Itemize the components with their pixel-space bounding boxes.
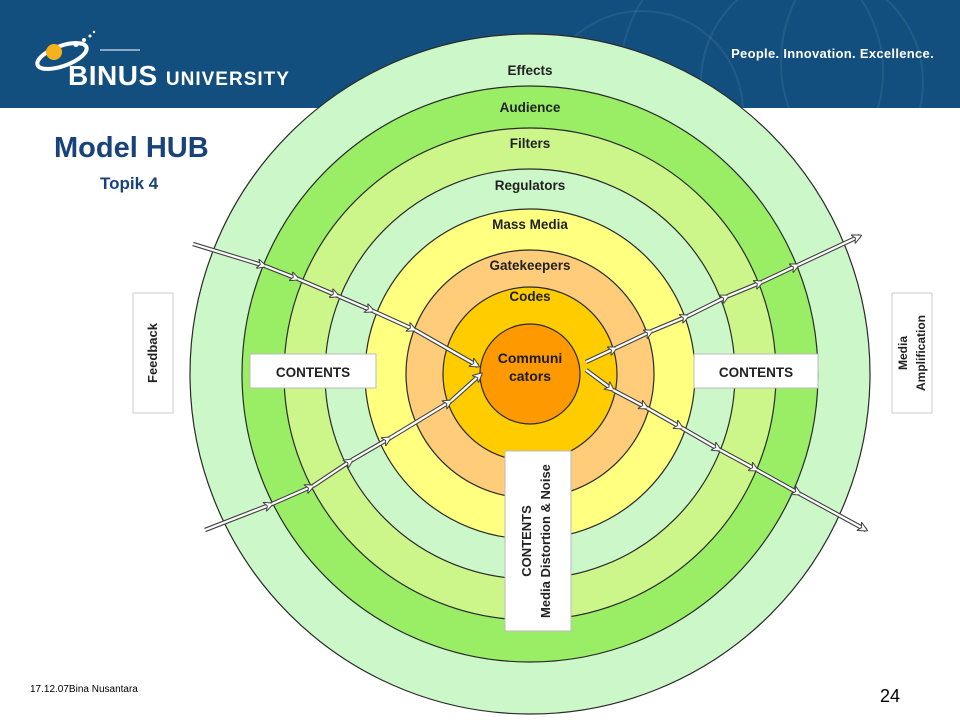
arrow-segment <box>687 296 728 317</box>
media-amplification-label-line1: Media <box>896 336 910 370</box>
feedback-box <box>132 292 174 414</box>
slide-title: Model HUB <box>54 132 209 164</box>
feedback-label: Feedback <box>145 322 160 383</box>
arrow-segment <box>719 449 757 470</box>
arrow-segment <box>761 265 798 283</box>
media-amplification-label-line2: Amplification <box>914 315 928 391</box>
contents-label-left: CONTENTS <box>276 365 350 380</box>
contents-box-left <box>249 353 377 389</box>
arrow-segment <box>799 493 866 530</box>
arrow-segment <box>651 316 688 333</box>
ring-label-gatekeepers: Gatekeepers <box>489 258 570 273</box>
logo-suffix: UNIVERSITY <box>165 69 290 90</box>
arrow-segment <box>264 264 298 279</box>
contents-box-right <box>693 353 819 389</box>
binus-logo-icon <box>35 30 140 71</box>
arrow-segment <box>450 374 481 402</box>
slide-subtitle: Topik 4 <box>100 174 159 193</box>
arrow-segment <box>312 460 352 487</box>
arrow-segment <box>372 309 415 330</box>
ring-label-mass-media: Mass Media <box>492 217 568 232</box>
header-wave-decoration <box>780 0 960 108</box>
center-label-line1: Communi <box>498 350 563 366</box>
ring-label-effects: Effects <box>507 63 552 78</box>
arrow-segment <box>585 348 616 363</box>
arrow-segment <box>585 369 613 390</box>
footer-source: 17.12.07Bina Nusantara <box>30 684 138 695</box>
arrow-segment <box>612 389 647 408</box>
arrow-segment <box>615 331 652 349</box>
arrow-segment <box>351 438 390 461</box>
arrow-segment <box>297 277 338 296</box>
media-distortion-label: Media Distortion & Noise <box>538 464 553 618</box>
arrow-segment <box>204 504 272 532</box>
arrow-segment <box>414 329 478 366</box>
arrow-segment <box>192 242 265 266</box>
ring-label-audience: Audience <box>500 100 561 115</box>
arrow-segment <box>727 282 762 298</box>
contents-label-right: CONTENTS <box>719 365 793 380</box>
ring-label-filters: Filters <box>510 136 551 151</box>
arrow-segment <box>681 427 720 450</box>
page-number: 24 <box>880 686 901 706</box>
center-label-line2: cators <box>509 368 551 384</box>
arrow-segment <box>646 407 682 428</box>
media-amplification-box <box>891 292 933 414</box>
arrow-segment <box>389 401 451 439</box>
arrow-segment <box>271 486 313 506</box>
logo-wordmark: BINUS UNIVERSITY <box>68 60 290 92</box>
arrow-segment <box>756 469 800 494</box>
arrow-segment <box>337 294 373 311</box>
header-tagline: People. Innovation. Excellence. <box>731 46 934 61</box>
logo-name: BINUS <box>68 60 158 91</box>
contents-label-bottom: CONTENTS <box>519 505 534 577</box>
ring-label-codes: Codes <box>509 289 550 304</box>
arrow-segment <box>797 236 860 266</box>
contents-box-bottom <box>504 450 572 632</box>
ring-label-regulators: Regulators <box>495 178 566 193</box>
